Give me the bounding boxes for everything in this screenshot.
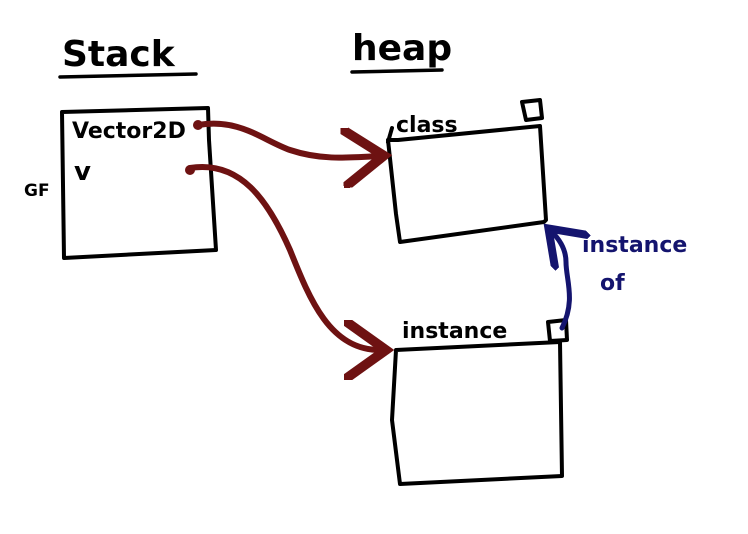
stack-frame-label: GF	[24, 181, 50, 201]
instance-of-arrow	[552, 232, 569, 331]
heap-object-class: class	[386, 98, 548, 244]
heap-object-label-instance: instance	[402, 319, 507, 344]
stack-entry-v: v	[74, 157, 91, 187]
pointer-arrow-v-to-instance	[187, 163, 380, 350]
heap-object-box-class	[386, 124, 548, 244]
stack-frame-box	[60, 106, 218, 260]
heap-object-instance: instance	[390, 318, 569, 486]
stack-section: Stack GF Vector2D v	[24, 34, 218, 260]
heap-section: heap class instance	[350, 28, 569, 486]
heap-object-header-instance	[546, 318, 569, 343]
pointer-arrow-vector2d-to-class	[195, 120, 378, 158]
stack-heading-underline	[58, 72, 198, 79]
heap-object-box-instance	[390, 340, 564, 486]
instance-of-label-line2: of	[600, 271, 625, 296]
heap-object-header-class	[520, 98, 544, 122]
stack-heading: Stack	[62, 34, 176, 75]
stack-entry-vector2d: Vector2D	[72, 119, 186, 144]
heap-heading-underline	[350, 68, 444, 74]
instance-of-label-line1: instance	[582, 233, 687, 258]
heap-heading: heap	[352, 28, 452, 69]
